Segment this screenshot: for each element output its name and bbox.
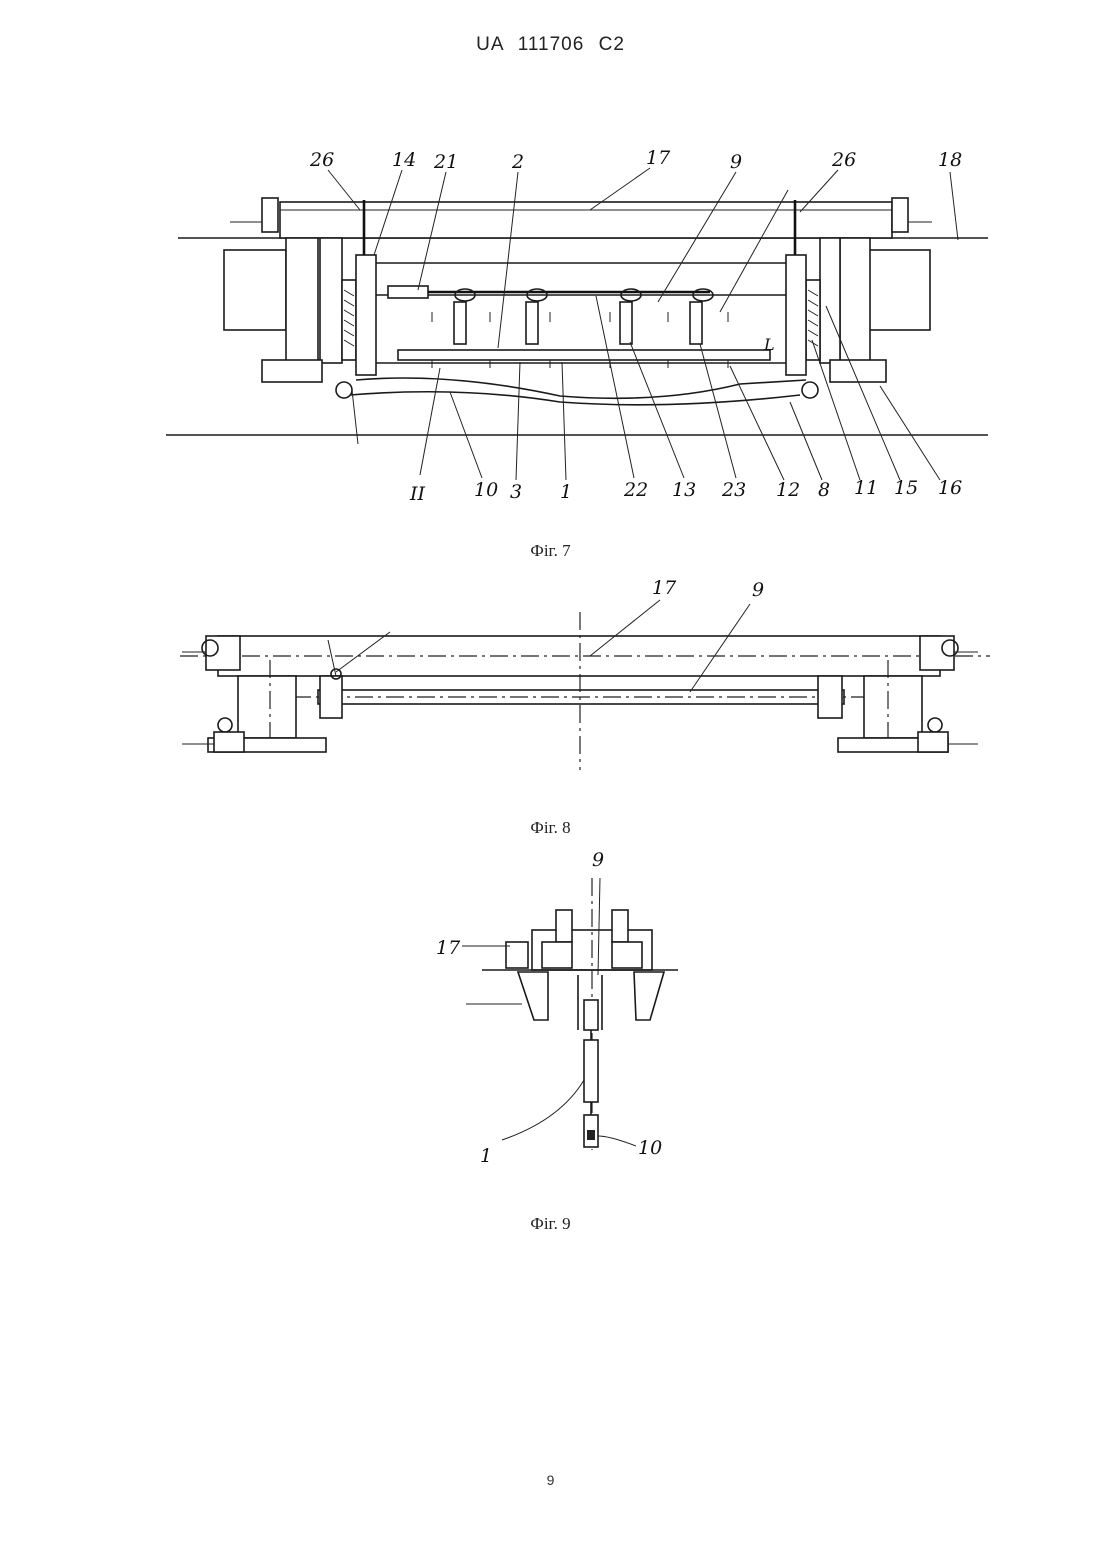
- fig7-label-14: 14: [392, 149, 416, 171]
- fig9-label-17: 17: [436, 937, 461, 959]
- fig7-label-II: II: [409, 483, 426, 505]
- figure-9-drawing: 9 17 1 10: [0, 845, 1101, 1175]
- fig7-label-L: L: [763, 335, 775, 354]
- fig7-label-21: 21: [433, 151, 458, 173]
- fig7-label-17: 17: [646, 147, 671, 169]
- figure-8-drawing: 17 9: [0, 570, 1101, 800]
- figure-8-caption: Фіг. 8: [0, 818, 1101, 838]
- fig7-label-16: 16: [938, 477, 962, 499]
- fig7-label-18: 18: [938, 149, 962, 171]
- figure-7-caption: Фіг. 7: [0, 541, 1101, 561]
- figure-9-caption: Фіг. 9: [0, 1214, 1101, 1234]
- patent-header: UA 111706 C2: [0, 34, 1101, 56]
- fig7-label-9: 9: [730, 151, 742, 173]
- fig9-label-9: 9: [592, 849, 604, 871]
- fig7-label-26-right: 26: [831, 149, 856, 171]
- fig7-label-11: 11: [854, 477, 878, 499]
- fig9-label-10: 10: [638, 1137, 662, 1159]
- fig7-label-3: 3: [510, 481, 522, 503]
- fig8-label-17: 17: [652, 577, 677, 599]
- fig7-label-23: 23: [721, 479, 746, 501]
- fig8-label-9: 9: [752, 579, 764, 601]
- fig7-label-13: 13: [672, 479, 696, 501]
- fig9-label-1: 1: [480, 1145, 492, 1167]
- fig7-label-2: 2: [511, 151, 524, 173]
- page-number: 9: [0, 1472, 1101, 1488]
- fig7-label-8: 8: [818, 479, 830, 501]
- fig7-label-22: 22: [623, 479, 648, 501]
- figure-7-drawing: 26 14 21 2 17 9 26 18 II 10 3 1 22 13 23…: [0, 130, 1101, 530]
- fig7-label-1: 1: [560, 481, 572, 503]
- fig7-label-12: 12: [776, 479, 800, 501]
- fig7-label-10: 10: [474, 479, 498, 501]
- fig7-label-15: 15: [894, 477, 918, 499]
- fig7-label-26-left: 26: [309, 149, 334, 171]
